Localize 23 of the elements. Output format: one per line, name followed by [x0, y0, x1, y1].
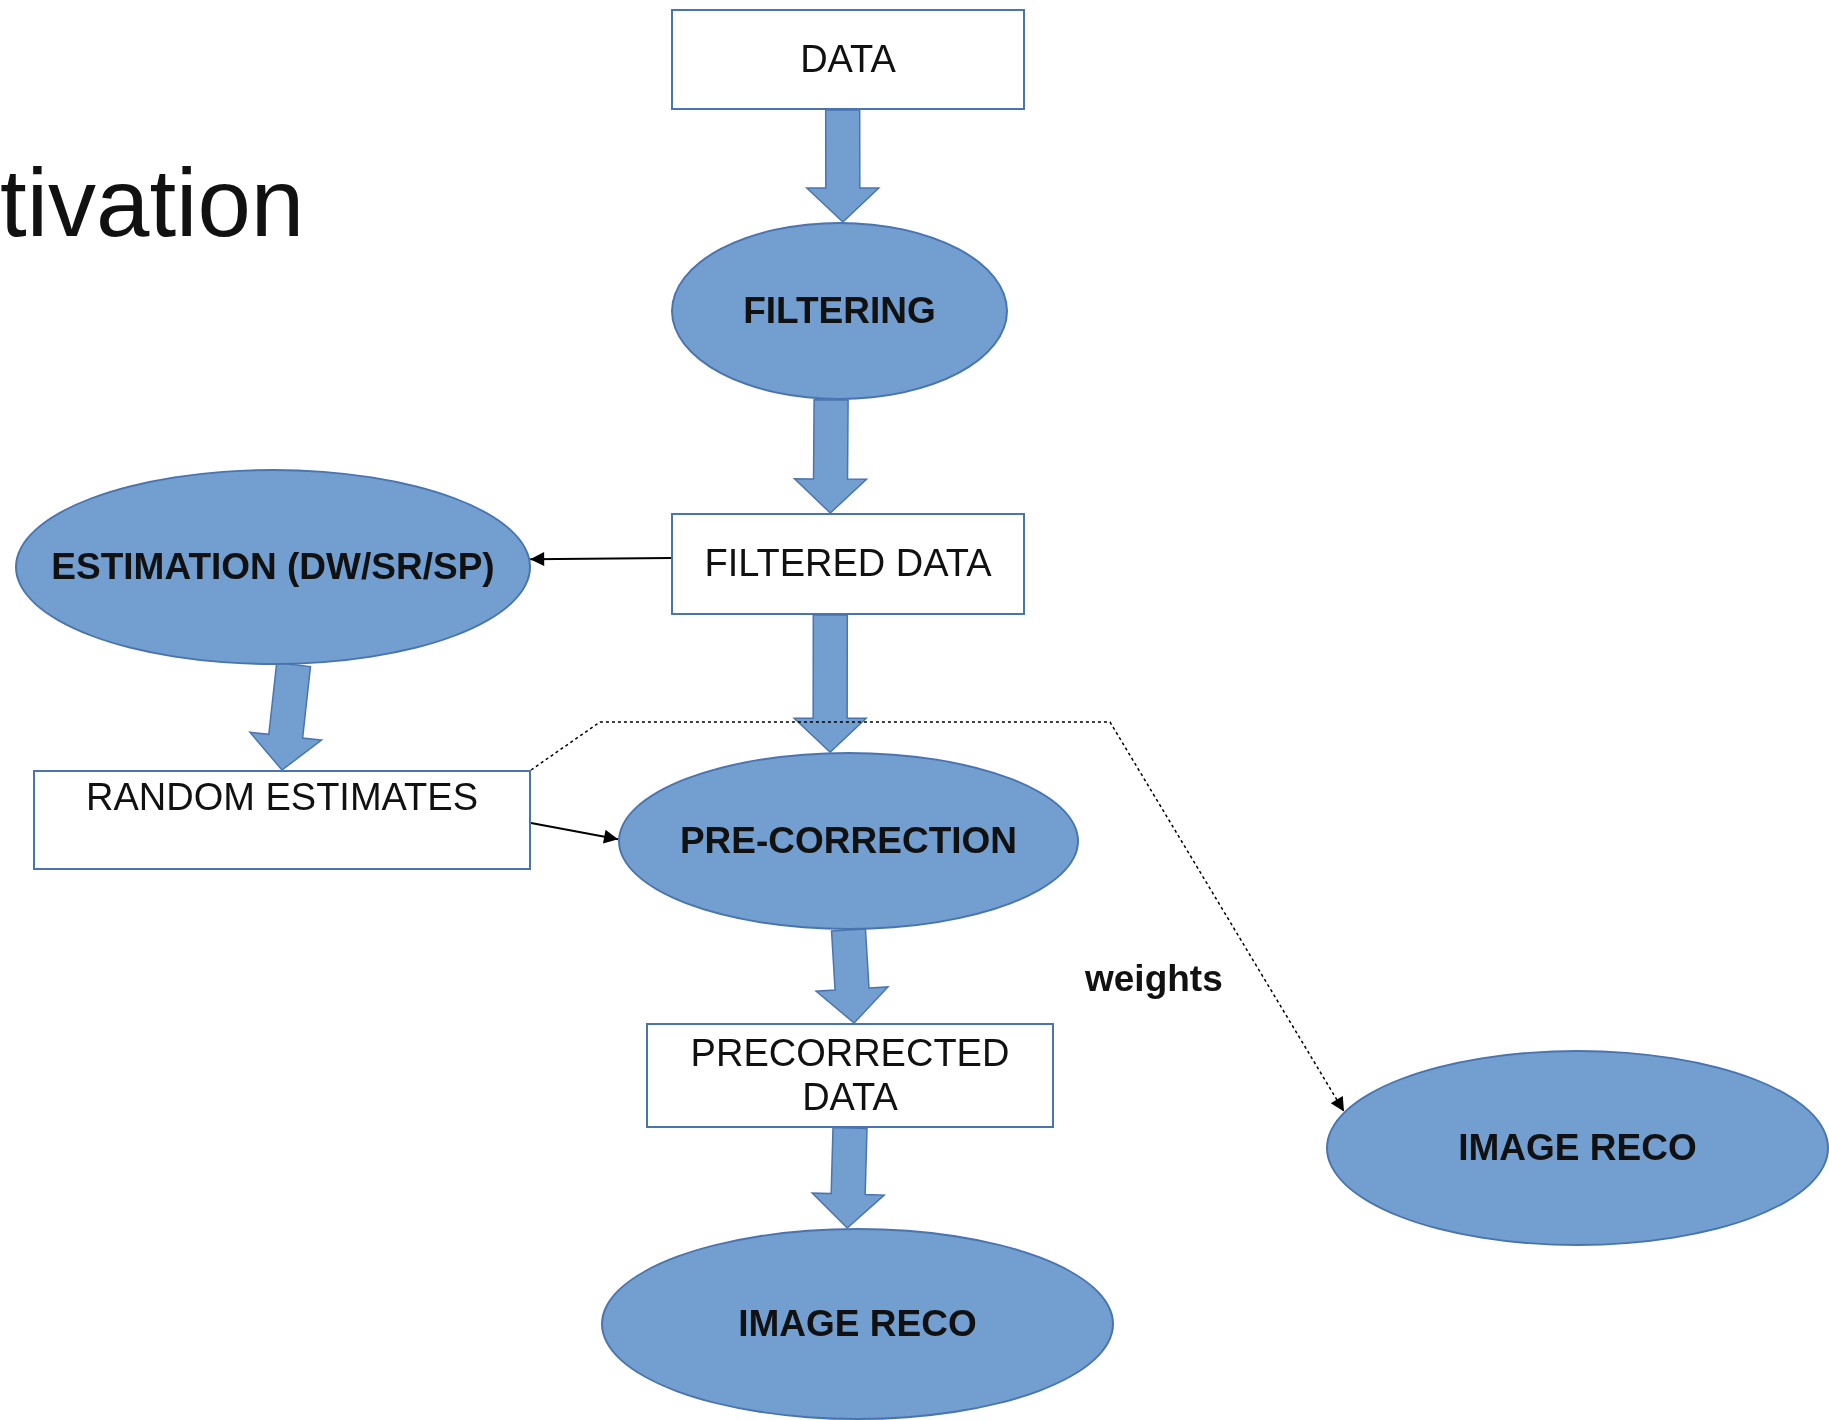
node-label: FILTERING — [743, 289, 936, 333]
block-arrow — [792, 614, 869, 754]
process-box — [33, 770, 531, 870]
slide-title: tivation — [0, 148, 305, 258]
block-arrow — [804, 109, 881, 224]
arrow — [530, 721, 1345, 1113]
arrow — [530, 822, 620, 844]
node-label: PRECORRECTED DATA — [689, 1031, 1011, 1120]
node-label: IMAGE RECO — [1458, 1126, 1697, 1170]
block-arrow — [792, 399, 869, 515]
node-label: RANDOM ESTIMATES — [86, 776, 478, 820]
node-label: FILTERED DATA — [704, 542, 992, 586]
block-arrow — [810, 1126, 887, 1230]
process-box — [646, 1023, 1054, 1128]
block-arrow — [248, 662, 324, 772]
process-box — [671, 9, 1025, 110]
node-label: DATA — [800, 37, 896, 82]
node-label: IMAGE RECO — [738, 1302, 977, 1346]
node-label: PRE-CORRECTION — [679, 819, 1018, 863]
arrow — [529, 552, 672, 567]
node-label: ESTIMATION (DW/SR/SP) — [51, 545, 495, 589]
process-box — [671, 513, 1025, 615]
block-arrow — [814, 928, 890, 1025]
